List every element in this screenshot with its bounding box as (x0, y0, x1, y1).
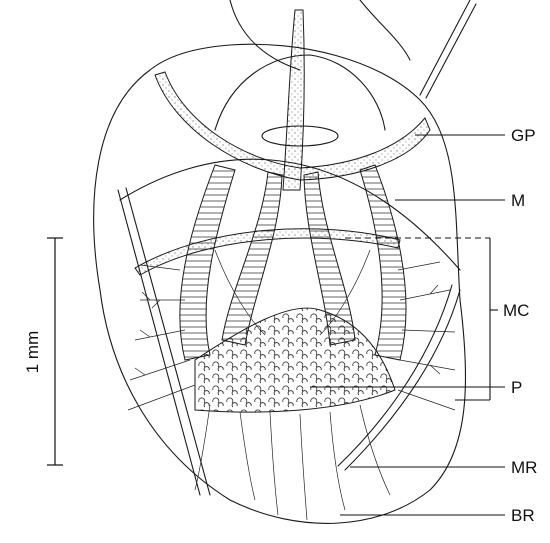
body-outline (94, 44, 466, 523)
label-gp: GP (511, 126, 536, 145)
scale-label: 1 mm (23, 331, 42, 374)
radial-canals (195, 405, 390, 520)
label-br: BR (511, 506, 535, 525)
label-p: P (511, 378, 522, 397)
scale-bar (47, 238, 63, 465)
label-m: M (511, 191, 525, 210)
upper-right-rod (420, 0, 470, 95)
upper-right-rod-2 (426, 4, 476, 98)
top-stalk-right (360, 0, 410, 60)
label-mc: MC (503, 301, 529, 320)
label-mr: MR (511, 458, 537, 477)
marginal-roots-right (398, 262, 455, 410)
muscle-right (360, 165, 406, 360)
top-stalk-left (230, 0, 300, 70)
